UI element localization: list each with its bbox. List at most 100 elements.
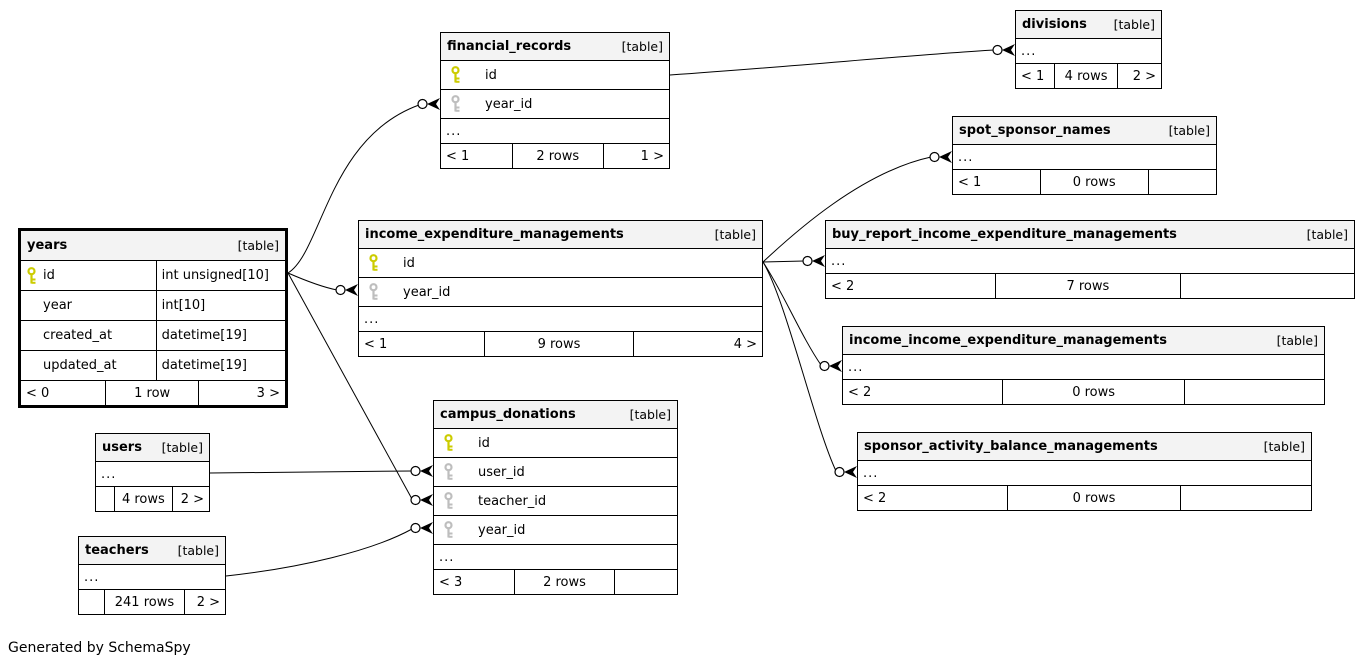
table-header[interactable]: teachers[table] — [79, 537, 225, 565]
table-name: years — [27, 238, 68, 253]
column-row-year_id: year_id — [441, 90, 669, 119]
table-name: financial_records — [447, 39, 572, 54]
table-name: teachers — [85, 543, 149, 558]
relationship-edge-years-to-income_expenditure_managements.year_id — [287, 272, 338, 291]
column-name: id — [478, 435, 490, 451]
table-header[interactable]: sponsor_activity_balance_managements[tab… — [858, 433, 1311, 461]
primary-key-icon — [443, 434, 454, 452]
table-header[interactable]: divisions[table] — [1016, 11, 1161, 39]
table-header[interactable]: financial_records[table] — [441, 33, 669, 61]
hidden-columns-ellipsis: ... — [843, 355, 1324, 380]
footer-row-count: 0 rows — [1001, 380, 1185, 404]
table-name: users — [102, 440, 142, 455]
crow-foot-arrow-icon — [829, 360, 842, 372]
hidden-columns-ellipsis: ... — [826, 249, 1354, 274]
column-row-created_at: created_at datetime[19] — [21, 321, 285, 351]
column-name: year — [43, 298, 73, 313]
primary-key-icon — [26, 266, 37, 285]
footer-child-count — [1179, 486, 1311, 510]
table-type-badge: [table] — [161, 440, 203, 455]
column-name: id — [403, 255, 415, 271]
column-type: datetime[19] — [155, 351, 285, 380]
footer-child-count — [1184, 380, 1323, 404]
column-row-id: id — [359, 249, 762, 278]
column-name: teacher_id — [478, 493, 547, 509]
table-header[interactable]: users [table] — [96, 434, 209, 462]
table-header[interactable]: campus_donations[table] — [434, 401, 677, 429]
column-name: user_id — [478, 464, 525, 480]
hidden-columns-ellipsis: ... — [434, 545, 677, 570]
crow-foot-arrow-icon — [420, 522, 433, 534]
table-header[interactable]: buy_report_income_expenditure_management… — [826, 221, 1354, 249]
table-footer: < 1 0 rows — [953, 170, 1216, 194]
footer-row-count: 0 rows — [1039, 170, 1148, 194]
footer-parent-count — [96, 487, 114, 511]
hidden-columns-ellipsis: ... — [858, 461, 1311, 486]
table-header[interactable]: income_income_expenditure_managements[ta… — [843, 327, 1324, 355]
crow-foot-arrow-icon — [844, 466, 857, 478]
table-buy_report_income_expenditure_managements[interactable]: buy_report_income_expenditure_management… — [825, 220, 1355, 299]
foreign-key-icon — [443, 521, 454, 539]
table-name: income_expenditure_managements — [365, 227, 624, 242]
column-name: id — [485, 67, 497, 83]
footer-parent-count: < 1 — [364, 336, 388, 352]
cardinality-circle-icon — [335, 284, 346, 296]
table-type-badge: [table] — [1276, 333, 1318, 348]
footer-parent-count: < 2 — [863, 490, 887, 506]
generator-note: Generated by SchemaSpy — [8, 640, 191, 656]
table-header[interactable]: income_expenditure_managements[table] — [359, 221, 762, 249]
table-campus_donations[interactable]: campus_donations[table]id user_id teacher_… — [433, 400, 678, 595]
cardinality-circle-icon — [410, 465, 421, 477]
footer-row-count: 2 rows — [511, 144, 603, 168]
footer-child-count: 1 > — [602, 144, 669, 168]
table-name: campus_donations — [440, 407, 576, 422]
footer-row-count: 241 rows — [103, 590, 184, 614]
column-type: datetime[19] — [155, 321, 285, 350]
footer-child-count — [613, 570, 677, 594]
table-header[interactable]: spot_sponsor_names[table] — [953, 117, 1216, 145]
column-row-id: id — [434, 429, 677, 458]
foreign-key-icon — [368, 283, 379, 301]
column-name: created_at — [43, 328, 113, 343]
footer-child-count: 2 > — [1117, 64, 1161, 88]
footer-parent-count — [79, 590, 104, 614]
cardinality-circle-icon — [834, 466, 845, 478]
crow-foot-arrow-icon — [420, 494, 433, 506]
cardinality-circle-icon — [992, 44, 1003, 56]
hidden-columns-ellipsis: ... — [79, 565, 225, 590]
footer-child-count — [1147, 170, 1216, 194]
table-sponsor_activity_balance_managements[interactable]: sponsor_activity_balance_managements[tab… — [857, 432, 1312, 511]
column-name: year_id — [403, 284, 451, 300]
relationship-edge-income_expenditure_managements-to-sponsor_activity_balance_managements — [762, 261, 837, 472]
table-income_expenditure_managements[interactable]: income_expenditure_managements[table]id y… — [358, 220, 763, 357]
footer-parent-count: < 1 — [958, 174, 982, 190]
footer-row-count: 4 rows — [114, 487, 172, 511]
footer-parent-count: < 1 — [446, 148, 470, 164]
relationship-edge-years-to-financial_records.year_id — [287, 104, 420, 274]
table-header[interactable]: years[table] — [21, 231, 285, 261]
hidden-columns-ellipsis: ... — [1016, 39, 1161, 64]
table-type-badge: [table] — [1168, 123, 1210, 138]
footer-row-count: 4 rows — [1053, 64, 1118, 88]
table-name: buy_report_income_expenditure_management… — [832, 227, 1177, 242]
cardinality-circle-icon — [417, 98, 428, 110]
footer-child-count: 2 > — [184, 590, 225, 614]
footer-child-count — [1179, 274, 1354, 298]
table-income_income_expenditure_managements[interactable]: income_income_expenditure_managements[ta… — [842, 326, 1325, 405]
